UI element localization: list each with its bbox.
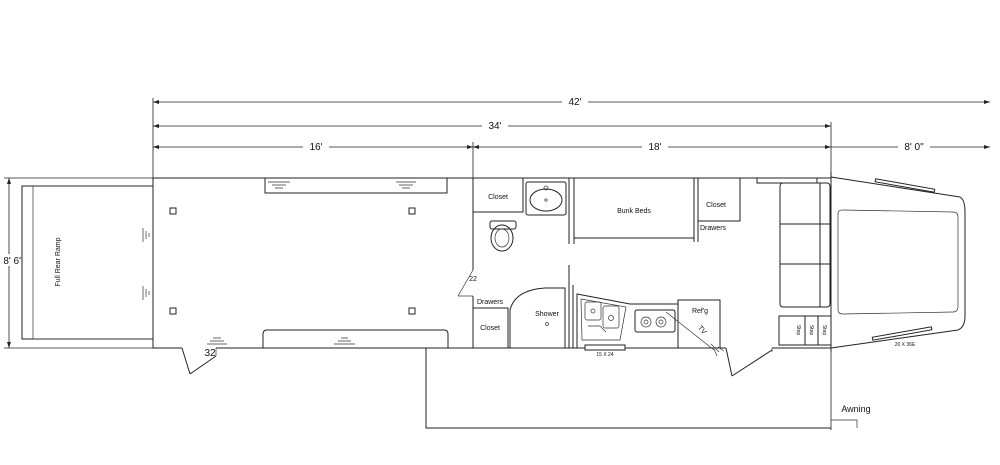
ramp-label: Full Rear Ramp <box>55 237 62 286</box>
nose-window-top <box>874 178 936 193</box>
garage-length-label: 16' <box>309 142 322 153</box>
steps: Step Step Step <box>778 315 832 346</box>
refrigerator-label: Ref'g <box>692 308 708 315</box>
top-closet-label: Closet <box>488 194 508 201</box>
awning: Awning <box>425 348 871 429</box>
right-closet-label: Closet <box>706 202 726 209</box>
kitchen-window-size-label: 15 X 24 <box>596 352 613 358</box>
bunk-beds-label: Bunk Beds <box>617 208 651 215</box>
bottom-drawers-label: Drawers <box>477 299 504 306</box>
step-label-3: Step <box>821 325 827 336</box>
nose-window-size-label: 20 X 36E <box>895 342 916 348</box>
rear-ramp: Full Rear Ramp <box>21 185 154 340</box>
gooseneck-length-label: 8' 0" <box>904 142 924 153</box>
garage-area: 32 <box>142 178 449 375</box>
bottom-closet-label: Closet <box>480 325 500 332</box>
dimension-lines: 42' 34' 16' 18' 8' 0" 8' 6" <box>1 95 990 430</box>
tv-label: TV <box>696 325 707 337</box>
step-label-1: Step <box>795 325 801 336</box>
width-label: 8' 6" <box>3 256 23 267</box>
nose-window-left <box>756 177 818 184</box>
right-drawers-label: Drawers <box>700 225 727 232</box>
nose-window-bottom <box>871 326 933 341</box>
living-length-label: 34' <box>488 121 501 132</box>
overall-length-label: 42' <box>568 97 581 108</box>
interior-walls: 22 Closet Bunk Beds Closet Drawers Drawe… <box>457 177 773 377</box>
living-quarters-length-label: 18' <box>648 142 661 153</box>
awning-label: Awning <box>841 404 870 414</box>
inner-door-label: 22 <box>469 276 477 283</box>
door-width-label: 32 <box>204 348 216 359</box>
shower-label: Shower <box>535 311 559 318</box>
gooseneck-nose: 20 X 36E <box>756 176 966 349</box>
step-label-2: Step <box>808 325 814 336</box>
kitchen-window <box>584 344 626 351</box>
